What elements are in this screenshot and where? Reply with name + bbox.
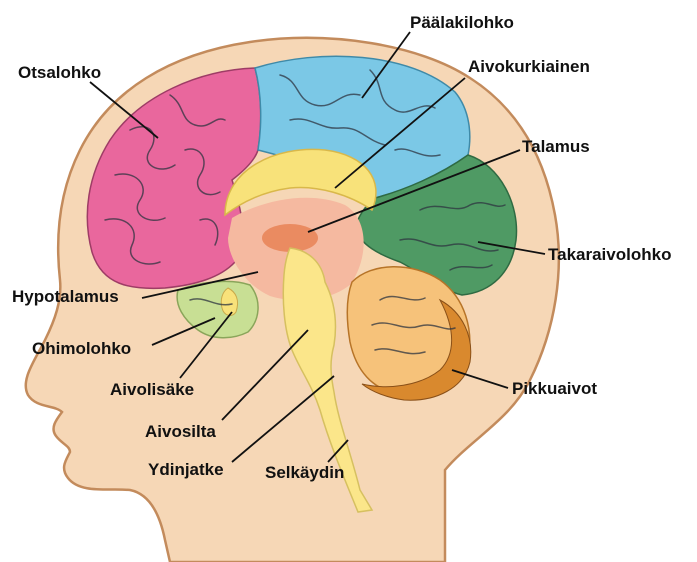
label-medulla: Ydinjatke <box>148 460 224 479</box>
label-thalamus: Talamus <box>522 137 590 156</box>
label-parietal-lobe: Päälakilohko <box>410 13 514 32</box>
label-pituitary: Aivolisäke <box>110 380 194 399</box>
label-occipital-lobe: Takaraivolohko <box>548 245 671 264</box>
label-hypothalamus: Hypotalamus <box>12 287 119 306</box>
label-pons: Aivosilta <box>145 422 216 441</box>
label-spinal-cord: Selkäydin <box>265 463 344 482</box>
label-cerebellum: Pikkuaivot <box>512 379 597 398</box>
label-corpus-callosum: Aivokurkiainen <box>468 57 590 76</box>
label-temporal-lobe: Ohimolohko <box>32 339 131 358</box>
label-frontal-lobe: Otsalohko <box>18 63 101 82</box>
